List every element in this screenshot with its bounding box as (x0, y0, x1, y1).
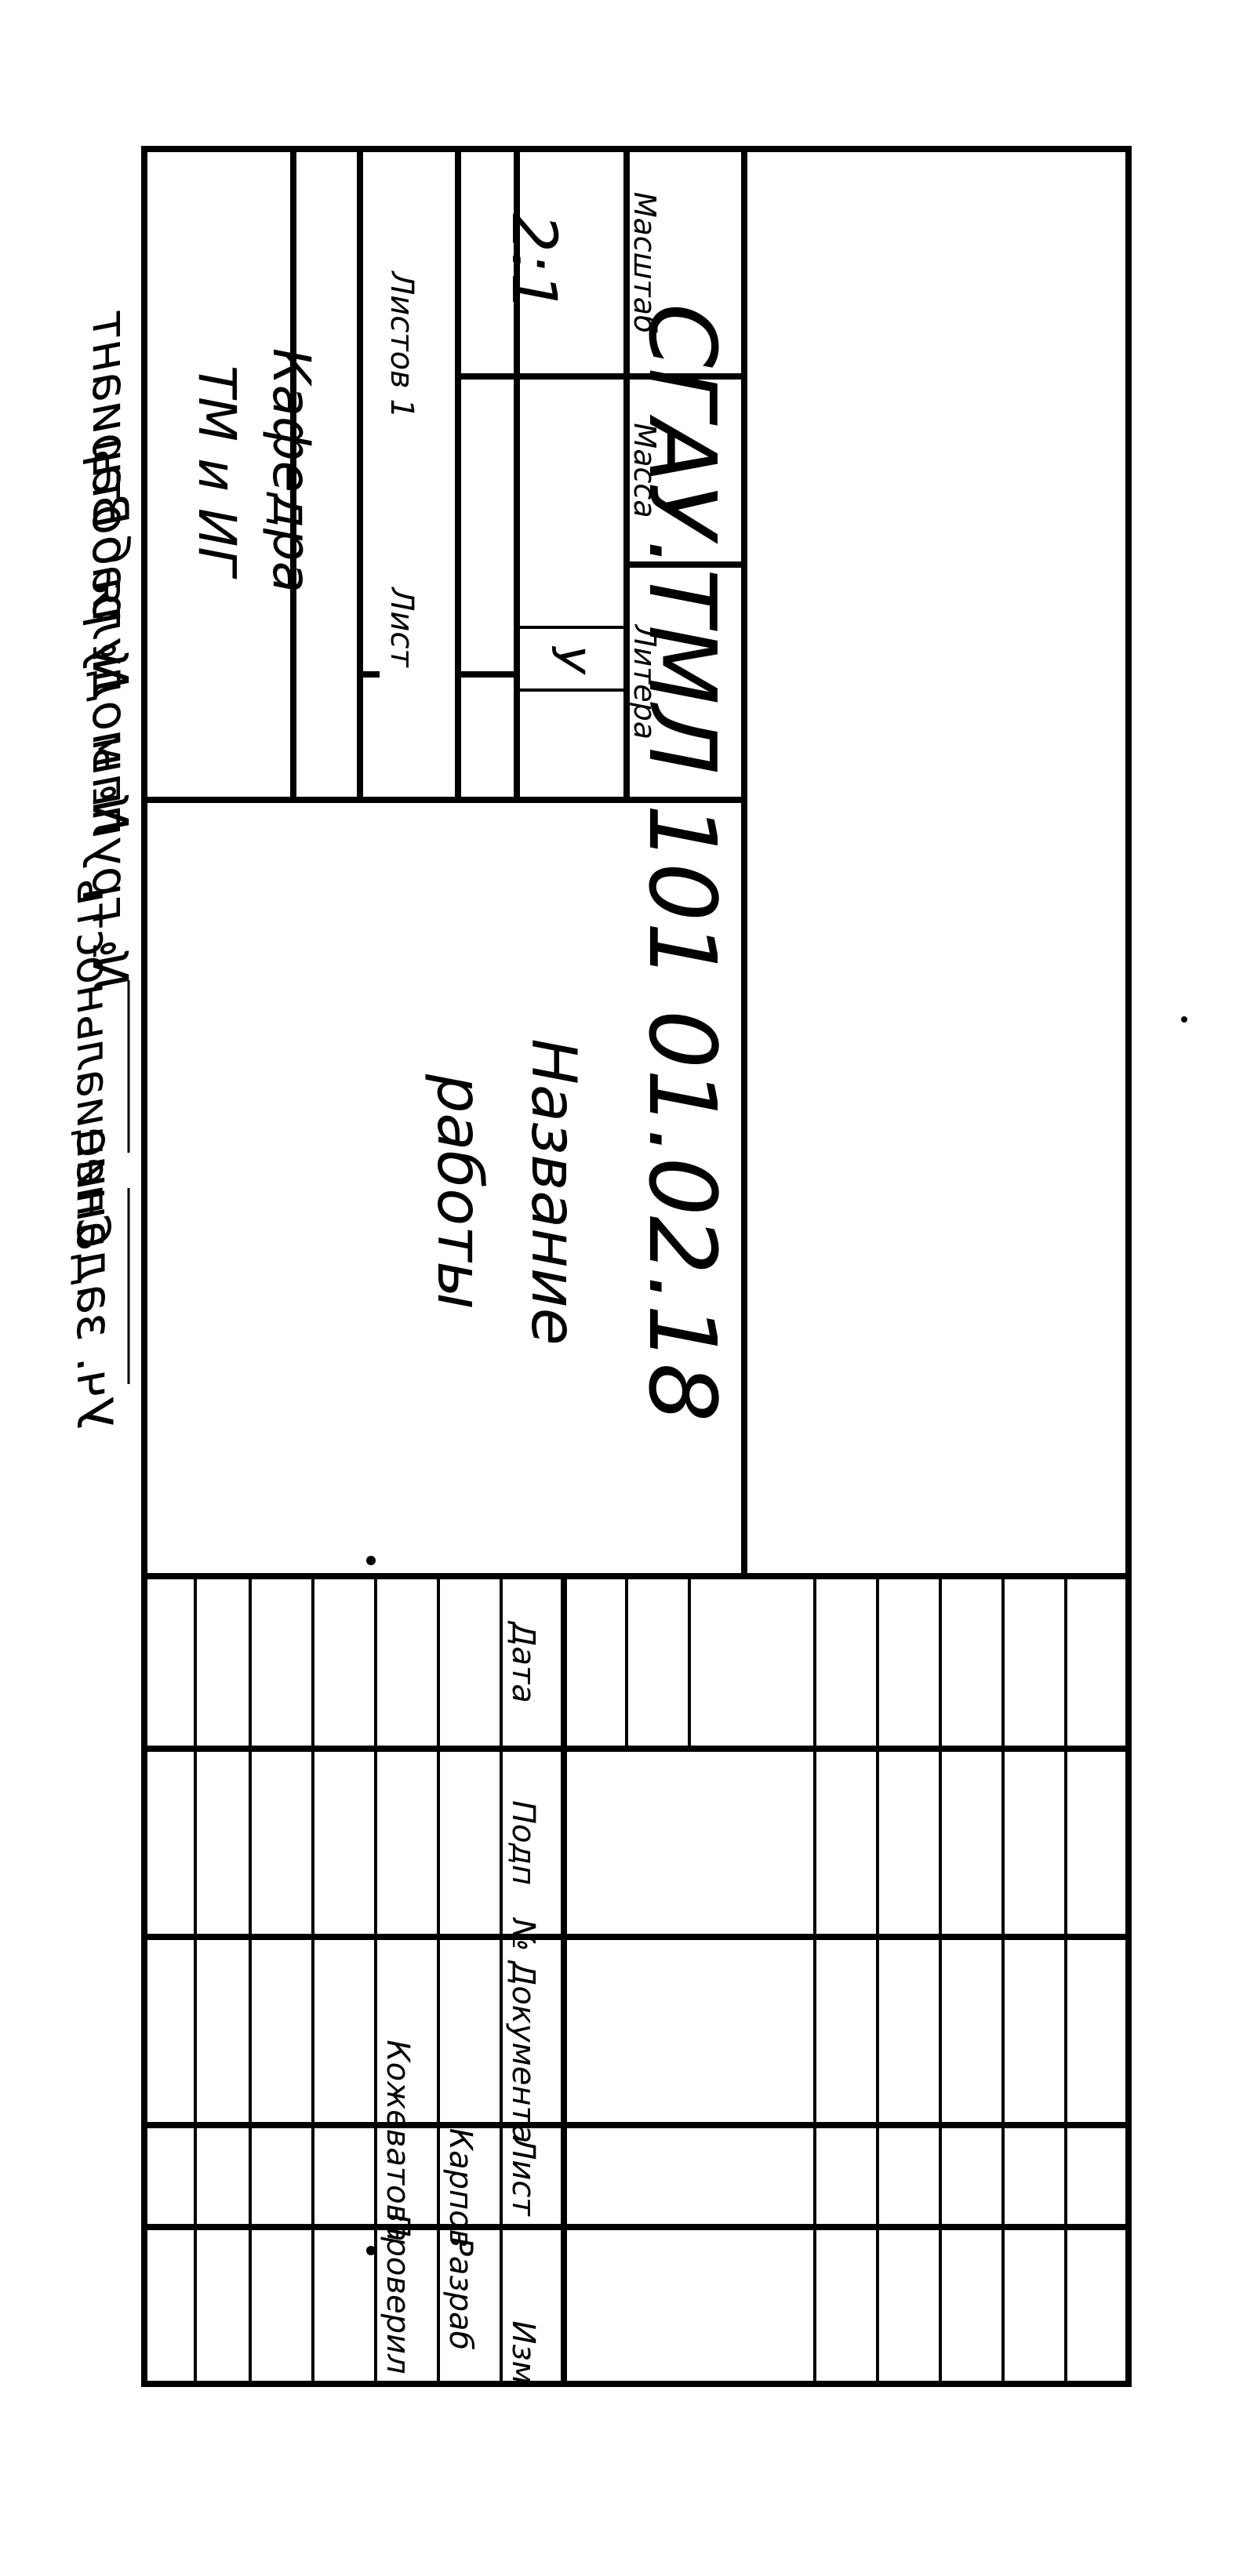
stamp-thin-lines (194, 626, 1067, 2384)
stray-dot (1181, 1016, 1187, 1023)
stray-dot (366, 1556, 376, 1565)
mass-header: Масса (627, 423, 662, 518)
col-date-header: Дата (505, 1620, 541, 1703)
col-doc-header: № Документа (505, 1917, 541, 2144)
callout-specialty: Специальность (67, 877, 120, 1247)
col-sign-header: Подп (505, 1800, 541, 1885)
callout-group-no: № группы (82, 736, 139, 992)
litera-header: Литера (627, 623, 662, 739)
callout-academic-task: Уч. задание (66, 1128, 123, 1430)
sheet-label: Лист (383, 586, 420, 668)
work-name-line2: работы (423, 1074, 494, 1310)
callout-work-no: № работы (82, 438, 139, 694)
stamp-main-lines (144, 149, 1129, 2384)
callout-module-no: № модуля (82, 578, 139, 835)
department-line2: ТМ и ИГ (187, 365, 247, 580)
row-developed-label: Разраб (442, 2237, 478, 2350)
litera-value: У (541, 645, 594, 675)
sheets-label: Листов 1 (383, 270, 420, 419)
document-designation: СГАУ.ТМЛ 101 01.02.18 (628, 303, 736, 1422)
col-list-header: Лист (505, 2135, 541, 2217)
row-checked-label: Проверил (380, 2213, 416, 2374)
department-line1: Кафедра (261, 348, 322, 593)
scale-header: Масштаб (627, 192, 662, 334)
stray-dot (366, 2246, 376, 2255)
row-checked-name: Кожеватова (380, 2040, 416, 2241)
row-developed-name: Карпов (442, 2128, 478, 2248)
scale-value: 2:1 (498, 213, 569, 312)
callout-labels: Вариант № работы № модуля № группы Специ… (66, 311, 139, 1430)
callout-variant: Вариант (82, 311, 139, 528)
work-name-line1: Название (518, 1038, 588, 1345)
col-izm-header: Изм (505, 2320, 541, 2384)
stamp-frame (141, 146, 1132, 2387)
rotated-stamp: Вариант № работы № модуля № группы Специ… (66, 146, 1132, 2387)
